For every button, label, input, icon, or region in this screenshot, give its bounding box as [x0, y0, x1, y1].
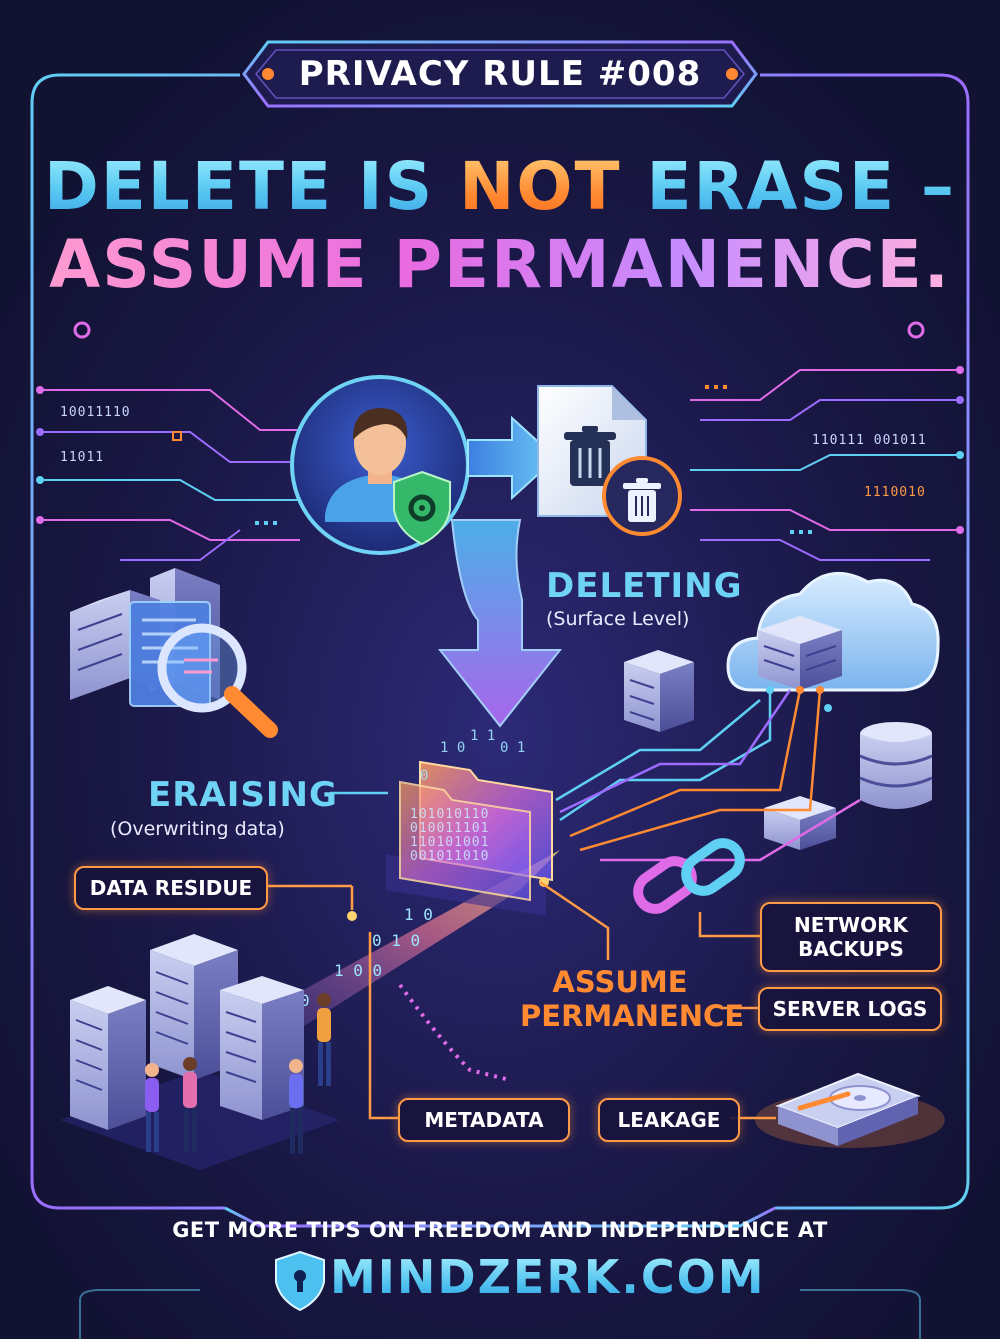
- footer-cta: GET MORE TIPS ON FREEDOM AND INDEPENDENC…: [172, 1218, 828, 1242]
- svg-text:101010110: 101010110: [410, 807, 489, 822]
- svg-text:1 1: 1 1: [470, 728, 495, 744]
- deleting-title: DELETING: [546, 566, 743, 606]
- tag-metadata: METADATA: [398, 1098, 570, 1142]
- tag-network-backups-line-1: NETWORK: [793, 913, 908, 937]
- badge-dot-left: [262, 68, 274, 80]
- shield-gear-icon: [393, 470, 451, 546]
- binary-right-1: 110111 001011: [812, 433, 927, 448]
- server-small-1: [624, 650, 694, 732]
- svg-text:0: 0: [420, 768, 428, 784]
- people-figures: [145, 993, 331, 1154]
- svg-text:1 0: 1 0: [440, 740, 465, 756]
- server-rack-2: [150, 934, 238, 1080]
- tag-network-backups-line-2: BACKUPS: [798, 937, 904, 961]
- erasing-title: ERAISING: [148, 775, 338, 815]
- hard-drive-icon: [755, 1072, 945, 1148]
- server-rack-3: [220, 976, 304, 1120]
- folder-panels: 101010110 010011101 110101001 001011010 …: [386, 728, 553, 916]
- database-icon: [859, 722, 933, 809]
- svg-text:0 1: 0 1: [500, 740, 525, 756]
- svg-text:110101001: 110101001: [410, 835, 489, 850]
- arrow-to-delete: [467, 415, 558, 501]
- headline-line-2: ASSUME PERMANENCE.: [0, 226, 1000, 303]
- svg-text:0 1 0: 0 1 0: [372, 931, 420, 950]
- headline-part-1: DELETE IS: [43, 148, 460, 225]
- svg-text:1 0 0: 1 0 0: [334, 961, 382, 980]
- circuit-traces-left: [36, 386, 300, 561]
- headline-emphasis: NOT: [459, 148, 622, 225]
- headline-line-2-text: ASSUME PERMANENCE.: [49, 226, 951, 303]
- binary-right-2: 1110010: [864, 485, 926, 500]
- network-lines: [555, 686, 861, 862]
- rule-badge: [242, 40, 758, 108]
- arrow-down: [437, 519, 563, 728]
- server-rack-1: [70, 986, 146, 1130]
- svg-text:001011010: 001011010: [410, 849, 489, 864]
- divider: [73, 321, 925, 339]
- rule-badge-title: PRIVACY RULE #008: [298, 54, 702, 94]
- magnifier-icon: [157, 623, 278, 738]
- headline-line-1: DELETE IS NOT ERASE –: [0, 148, 1000, 225]
- svg-text:1 0: 1 0: [404, 905, 433, 924]
- footer-frame: [79, 1206, 921, 1339]
- tag-data-residue: DATA RESIDUE: [74, 866, 268, 910]
- trash-icon: [602, 456, 682, 536]
- svg-text:010011101: 010011101: [410, 821, 489, 836]
- assume-line-1: ASSUME: [552, 965, 688, 999]
- assume-permanence-label: ASSUME PERMANENCE: [520, 965, 745, 1033]
- server-stack-cloud: [758, 616, 842, 690]
- headline-part-2: ERASE –: [621, 148, 957, 225]
- circuit-traces-right: [690, 366, 964, 561]
- tag-server-logs: SERVER LOGS: [758, 987, 942, 1031]
- chain-link-icon: [633, 838, 745, 914]
- deleting-subtitle: (Surface Level): [546, 608, 690, 630]
- binary-left-1: 10011110: [60, 405, 131, 420]
- footer-site-link[interactable]: MINDZERK.COM: [330, 1250, 766, 1310]
- lock-shield-icon: [275, 1250, 325, 1312]
- outer-frame: [30, 73, 970, 1210]
- server-rack-group: [60, 934, 340, 1170]
- badge-dot-right: [726, 68, 738, 80]
- assume-line-2: PERMANENCE: [520, 999, 745, 1033]
- tag-network-backups: NETWORK BACKUPS: [760, 902, 942, 972]
- tag-leakage: LEAKAGE: [598, 1098, 740, 1142]
- binary-left-2: 11011: [60, 450, 105, 465]
- erasing-subtitle: (Overwriting data): [110, 818, 285, 840]
